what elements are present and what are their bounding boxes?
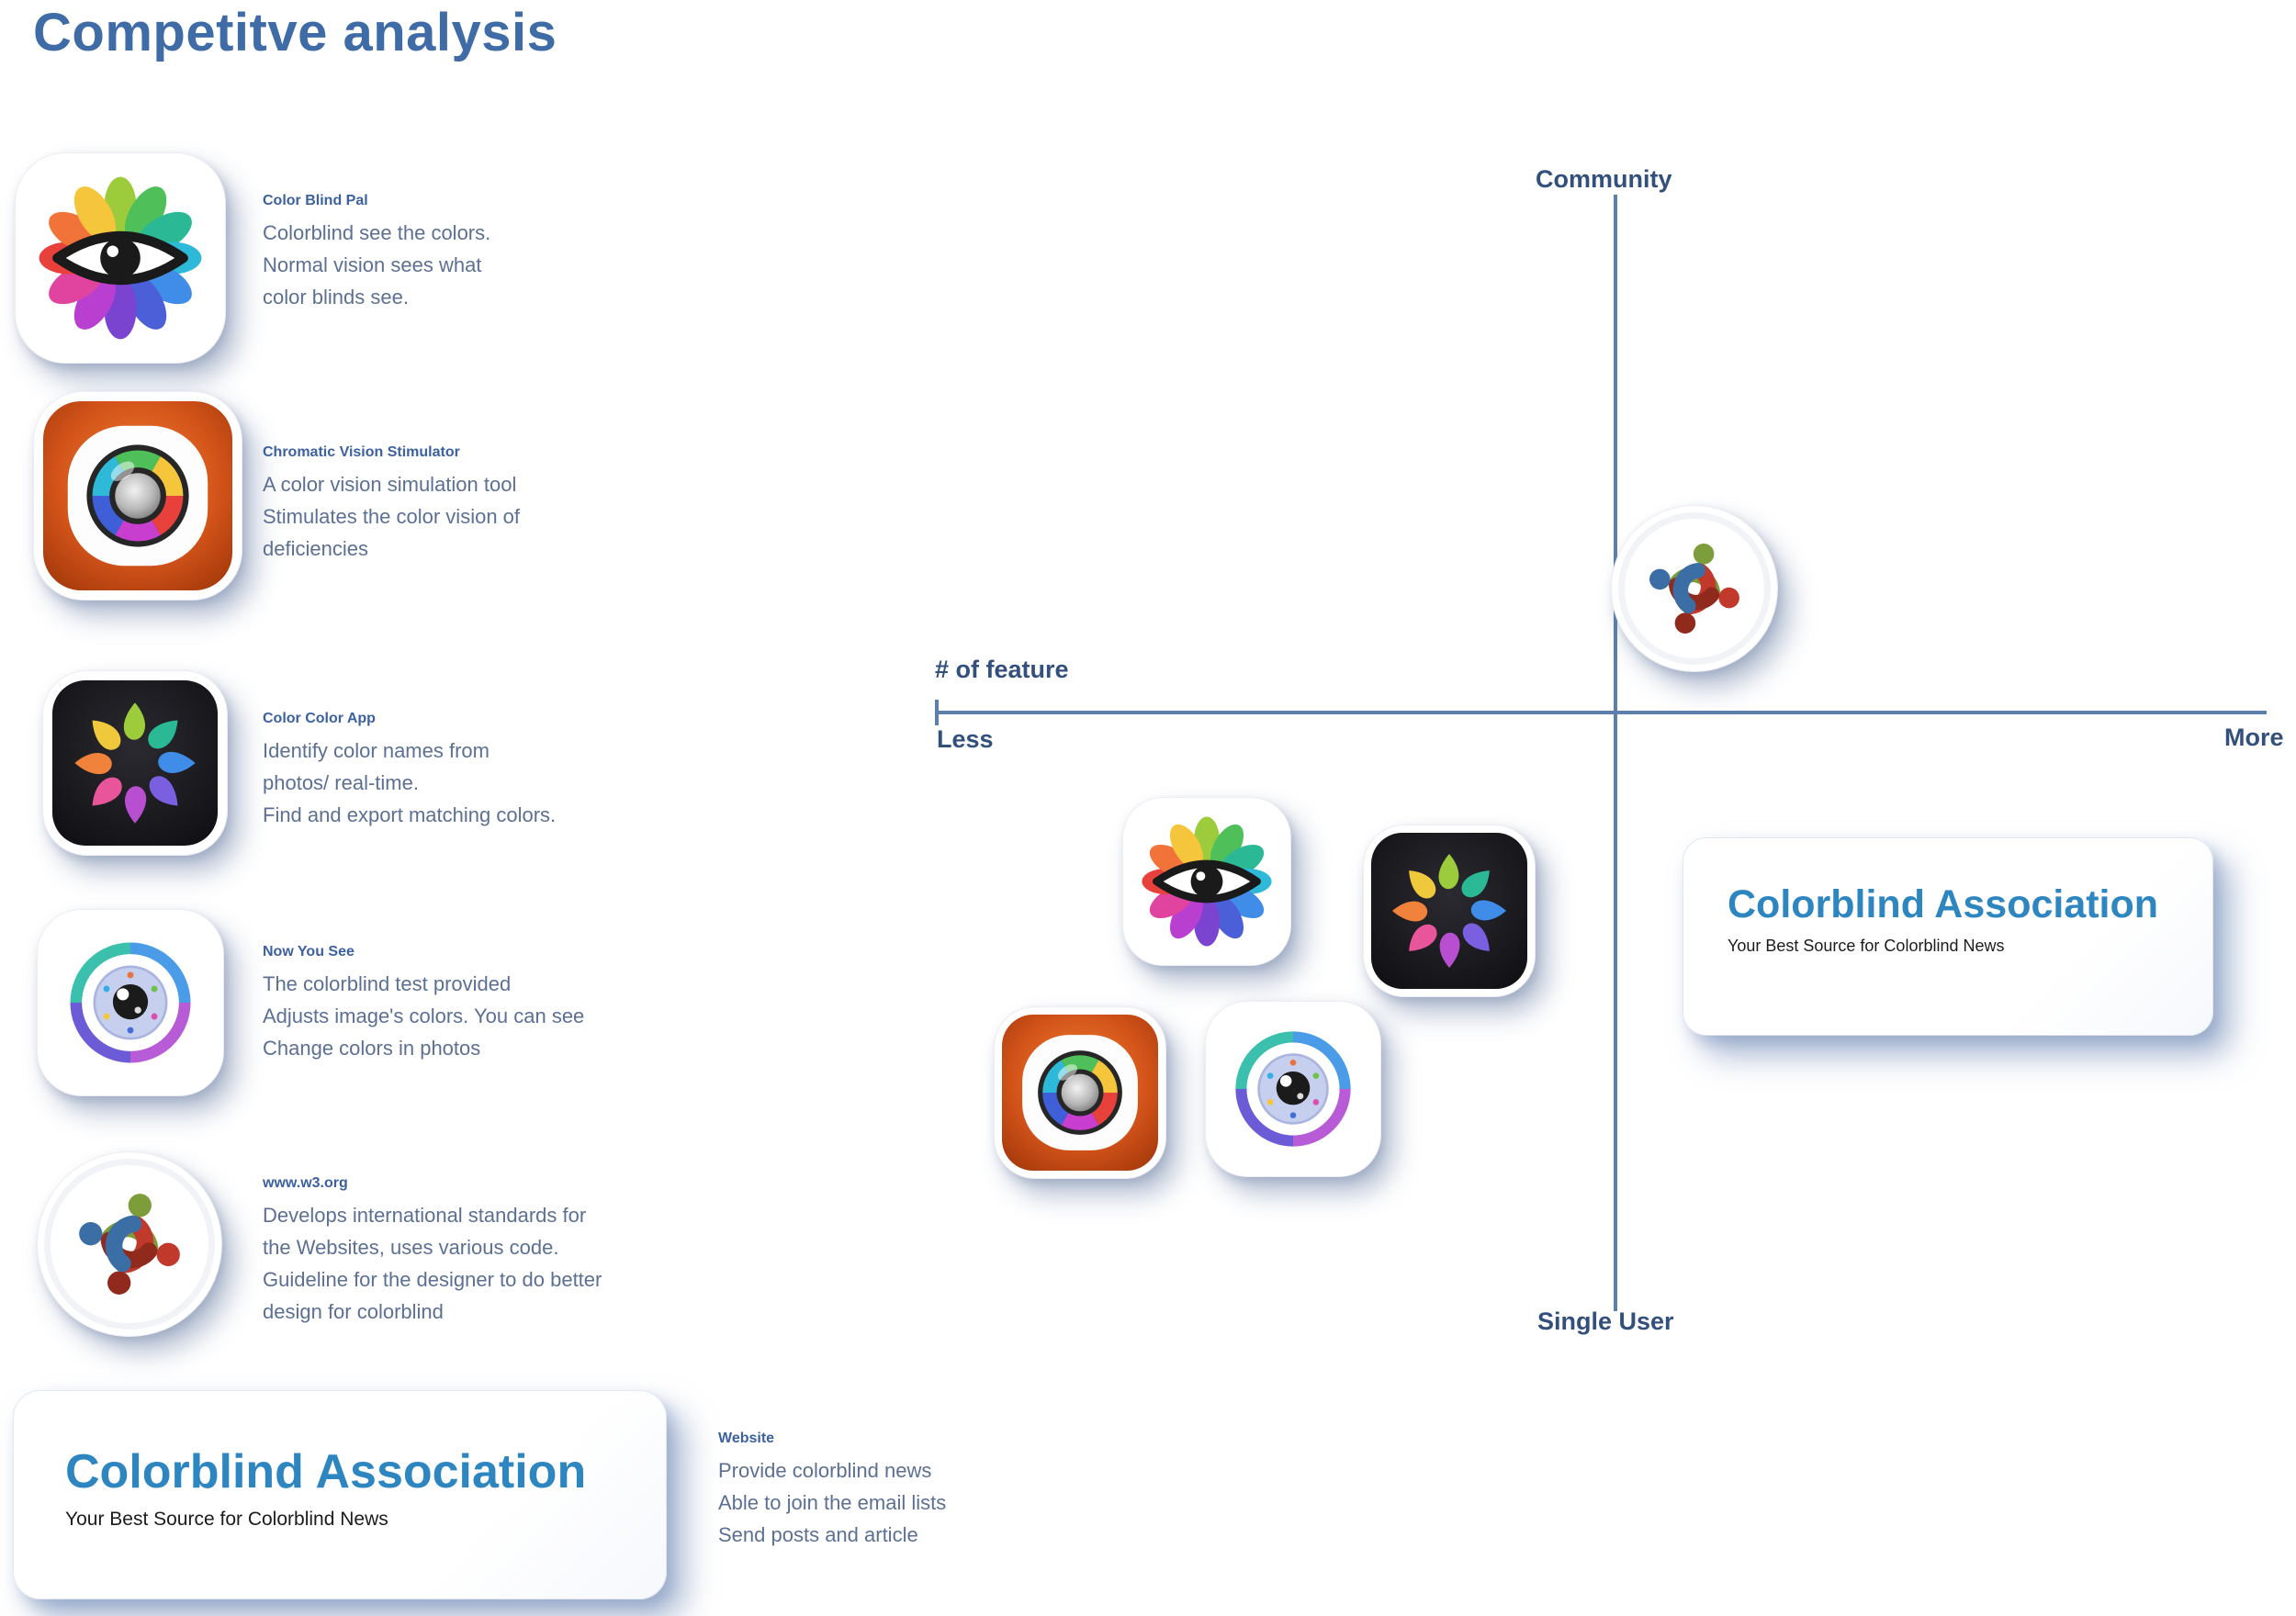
chart-color-blind-pal-icon [1122,797,1291,966]
community-people-icon [44,1159,215,1330]
association-subtitle: Your Best Source for Colorblind News [1728,937,2005,955]
app-note-color-blind-pal: Color Blind Pal Colorblind see the color… [263,193,490,313]
app-description-line: Guideline for the designer to do better [263,1268,602,1291]
y-axis-line [1614,195,1617,1311]
app-description-line: Develops international standards for [263,1204,587,1227]
x-axis-line [935,711,2267,714]
website-line: Provide colorblind news [718,1459,932,1482]
app-note-w3: www.w3.org Develops international standa… [263,1175,602,1328]
app-description-line: Change colors in photos [263,1037,481,1060]
app-name: Color Blind Pal [263,193,368,208]
flower-eye-icon [1131,805,1283,958]
website-line: Send posts and article [718,1523,918,1546]
app-description-line: Find and export matching colors. [263,803,557,826]
app-note-color-color: Color Color App Identify color names fro… [263,711,556,831]
color-color-app-icon [42,670,228,856]
association-title: Colorblind Association [1728,882,2159,926]
camera-lens-icon [1002,1015,1158,1171]
chart-now-you-see-icon [1205,1001,1381,1177]
color-drops-icon [1371,833,1527,989]
app-description-line: photos/ real-time. [263,771,419,794]
app-description-line: Identify color names from [263,739,490,762]
website-line: Able to join the email lists [718,1491,947,1514]
flower-eye-icon [25,163,216,354]
page-title: Competitve analysis [33,3,557,62]
app-description-line: Normal vision sees what [263,253,482,276]
camera-lens-icon [43,401,232,590]
app-description-line: The colorblind test provided [263,972,512,995]
app-description-line: design for colorblind [263,1300,444,1323]
app-description-line: the Websites, uses various code. [263,1236,559,1259]
app-description-line: deficiencies [263,537,368,560]
app-name: Now You See [263,944,355,960]
association-title: Colorblind Association [65,1445,587,1498]
color-blind-pal-icon [15,152,226,364]
app-description-line: Adjusts image's colors. You can see [263,1004,585,1027]
y-axis-bottom-label: Single User [1537,1307,1674,1335]
eye-iris-icon [47,919,214,1086]
x-axis-right-label: More [2224,724,2284,751]
community-people-icon [1618,512,1771,665]
app-name: Color Color App [263,711,376,726]
chromatic-vision-simulator-icon [33,391,242,600]
colorblind-association-card: Colorblind Association Your Best Source … [13,1390,667,1599]
x-axis-tick [935,700,939,725]
app-description-line: color blinds see. [263,286,409,309]
association-subtitle: Your Best Source for Colorblind News [65,1509,388,1530]
color-drops-icon [52,680,218,846]
website-label: Website [718,1431,775,1446]
app-description-line: Stimulates the color vision of [263,505,521,528]
eye-iris-icon [1213,1009,1373,1169]
y-axis-top-label: Community [1536,165,1672,193]
app-name: Chromatic Vision Stimulator [263,444,460,460]
x-axis-title: # of feature [935,656,1069,683]
chart-color-color-app-icon [1363,825,1536,997]
app-name: www.w3.org [263,1175,348,1191]
w3-community-icon [37,1151,222,1337]
chart-colorblind-association-card: Colorblind Association Your Best Source … [1683,837,2213,1036]
app-note-now-you-see: Now You See The colorblind test provided… [263,944,584,1064]
app-note-chromatic-vision: Chromatic Vision Stimulator A color visi… [263,444,520,565]
now-you-see-icon [37,909,224,1096]
x-axis-left-label: Less [937,725,994,753]
chart-w3-community-icon [1611,505,1778,672]
website-note: Website Provide colorblind news Able to … [718,1431,946,1551]
app-description-line: A color vision simulation tool [263,473,517,496]
chart-chromatic-vision-simulator-icon [994,1006,1166,1179]
app-description-line: Colorblind see the colors. [263,221,491,244]
